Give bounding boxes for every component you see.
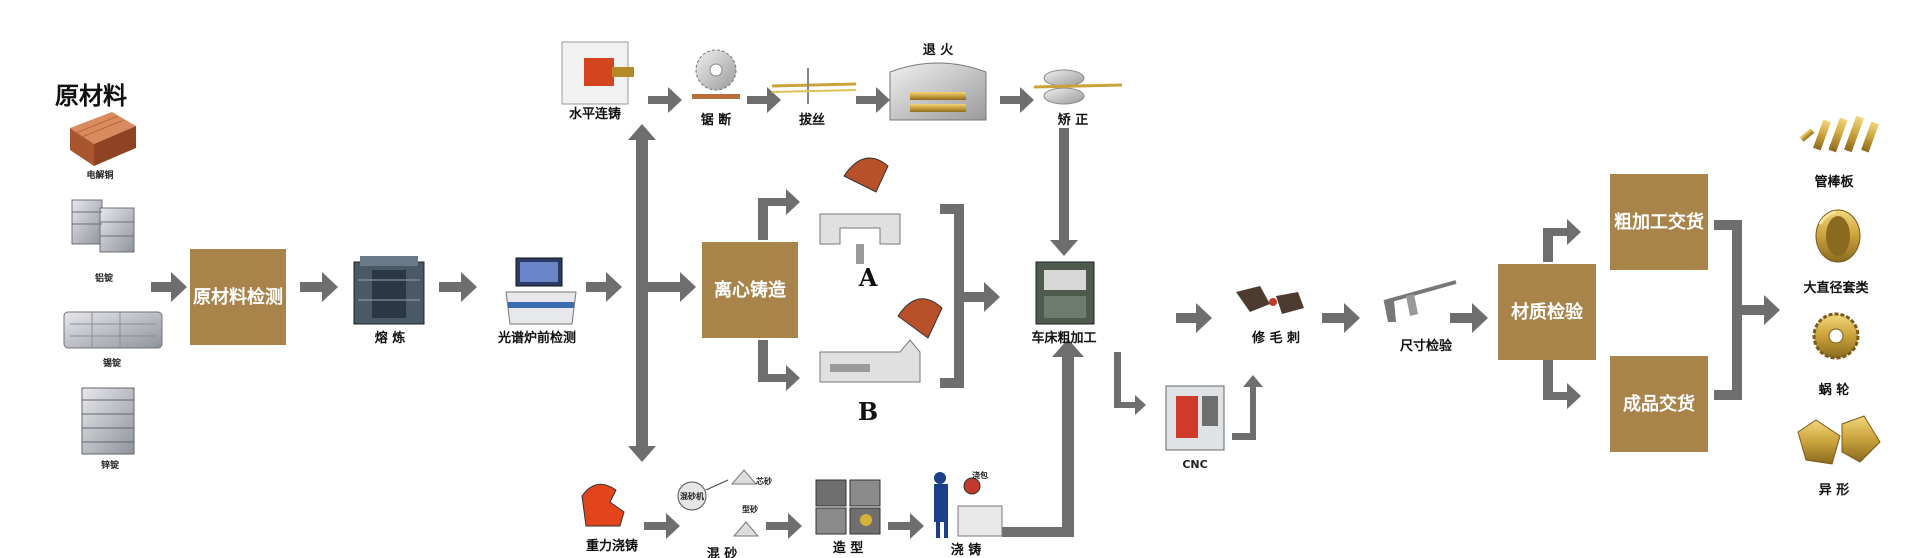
arrow-spectral-to-hub — [586, 272, 622, 302]
arrow-smelting-to-spectral — [439, 272, 477, 302]
annealing-furnace-image — [889, 62, 987, 121]
large-bushing-image — [1815, 209, 1861, 263]
centrifugal-mold-a-image — [819, 157, 901, 264]
arrow-material-to-finished — [1543, 358, 1581, 409]
product-label: 管棒板 — [1814, 174, 1854, 190]
pouring-label: 浇 铸 — [951, 542, 982, 558]
sand-mixing-image: 混砂机 芯砂 型砂 — [677, 469, 772, 537]
molding-image — [815, 479, 881, 535]
straightening-image — [1033, 69, 1123, 105]
centrifugal-mold-b-image — [819, 298, 943, 383]
arrow-lathe-to-deburr — [1176, 303, 1212, 333]
box-finished-delivery: 成品交货 — [1610, 356, 1708, 452]
caliper-image — [1383, 280, 1457, 322]
gravity-casting-image — [581, 483, 625, 527]
box-raw-inspection-label: 原材料检测 — [193, 286, 283, 308]
arrow-cnc-to-deburr — [1232, 375, 1263, 440]
arrow-dimension-to-material — [1450, 303, 1488, 333]
product-label: 大直径套类 — [1803, 280, 1869, 296]
arrow-material-to-rough — [1543, 219, 1581, 262]
arrow-pouring-to-lathe — [1002, 339, 1084, 537]
arrow-inspection-to-smelting — [300, 272, 338, 302]
raw-item-label: 锡锭 — [103, 357, 121, 369]
arrow-sawing-to-drawing — [747, 87, 781, 113]
raw-item-label: 电解铜 — [86, 169, 113, 181]
arrow-gravity-to-sand — [644, 513, 680, 539]
bracket-delivery — [1714, 220, 1742, 400]
raw-item-label: 铝锭 — [95, 272, 113, 284]
box-material-inspection: 材质检验 — [1498, 264, 1596, 360]
arrow-lathe-down — [1114, 352, 1146, 415]
horizontal-casting-image — [561, 41, 634, 105]
box-material-label: 材质检验 — [1511, 301, 1584, 323]
gravity-casting-label: 重力浇铸 — [586, 538, 638, 554]
straightening-label: 矫 正 — [1058, 112, 1089, 128]
core-sand-label: 芯砂 — [756, 476, 772, 486]
box-raw-inspection: 原材料检测 — [190, 249, 286, 345]
arrow-casting-to-sawing — [648, 87, 682, 113]
deburr-label: 修 毛 刺 — [1251, 330, 1300, 346]
mold-sand-label: 型砂 — [742, 504, 758, 514]
box-finished-label: 成品交货 — [1623, 393, 1695, 415]
molding-label: 造 型 — [833, 540, 864, 556]
sawing-label: 锯 断 — [701, 112, 732, 128]
deburr-image — [1236, 286, 1304, 314]
connectors — [151, 87, 1780, 539]
products-column: 管棒板 大直径套类 蜗 轮 异 形 — [1797, 115, 1881, 498]
product-label: 蜗 轮 — [1819, 382, 1850, 398]
arrow-hub-vertical — [628, 124, 656, 462]
special-shaped-image — [1797, 415, 1881, 465]
arrow-molding-to-pouring — [888, 513, 924, 539]
arrow-merge-to-lathe — [964, 282, 1000, 312]
arrow-raw-to-inspection — [151, 272, 187, 302]
sand-mixing-label: 混 砂 — [707, 546, 738, 558]
variant-b-label: B — [858, 397, 878, 426]
variant-a-label: A — [858, 263, 878, 292]
worm-wheel-image — [1812, 312, 1860, 360]
smelting-label: 熔 炼 — [375, 330, 406, 346]
arrow-hub-to-centrifugal — [642, 272, 696, 302]
spectrometer-image — [505, 257, 577, 325]
sand-mixer-label: 混砂机 — [680, 491, 704, 501]
raw-materials-title: 原材料 — [55, 82, 127, 110]
product-label: 异 形 — [1819, 483, 1850, 498]
ladle-label: 浇包 — [972, 470, 988, 480]
dimension-label: 尺寸检验 — [1400, 338, 1453, 354]
saw-blade-image — [692, 49, 740, 99]
pouring-image: 浇包 — [934, 470, 1003, 538]
cnc-machine-image — [1165, 385, 1225, 451]
arrow-delivery-to-products — [1742, 295, 1780, 325]
bracket-merge — [940, 204, 964, 388]
lathe-image — [1035, 261, 1095, 325]
cnc-label: CNC — [1182, 458, 1207, 471]
raw-materials: 原材料 电解铜 铝锭 锡锭 锌锭 — [55, 82, 163, 471]
annealing-label: 退 火 — [923, 43, 955, 58]
smelting-furnace-image — [353, 256, 425, 325]
wire-drawing-image — [771, 68, 857, 104]
lathe-label: 车床粗加工 — [1031, 330, 1096, 346]
raw-item-label: 锌锭 — [101, 459, 119, 471]
copper-cathode-image — [70, 112, 136, 166]
arrow-annealing-to-straightening — [1000, 87, 1034, 113]
tin-ingot-image — [63, 311, 163, 349]
aluminum-ingot-image — [71, 199, 135, 253]
arrow-centrifugal-to-b — [758, 340, 800, 391]
box-centrifugal-casting: 离心铸造 — [702, 242, 798, 338]
arrow-sand-to-molding — [766, 513, 802, 539]
pipe-rod-plate-image — [1799, 115, 1879, 153]
arrow-deburr-to-dimension — [1322, 303, 1360, 333]
box-rough-delivery: 粗加工交货 — [1610, 174, 1708, 270]
drawing-label: 拔丝 — [799, 112, 825, 128]
spectral-label: 光谱炉前检测 — [497, 330, 576, 346]
arrow-centrifugal-to-a — [758, 189, 800, 240]
arrow-drawing-to-annealing — [856, 87, 890, 113]
zinc-ingot-image — [81, 387, 135, 455]
box-rough-label: 粗加工交货 — [1614, 211, 1704, 233]
arrow-straightening-to-lathe — [1050, 128, 1078, 256]
horizontal-casting-label: 水平连铸 — [569, 106, 621, 122]
box-centrifugal-label: 离心铸造 — [714, 279, 786, 301]
